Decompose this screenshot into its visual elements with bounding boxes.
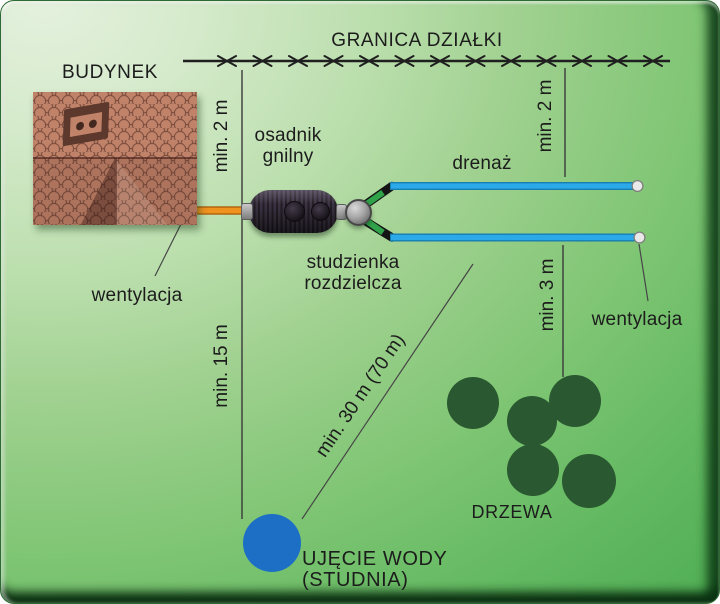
dim-drain-trees: min. 3 m	[537, 258, 558, 332]
trees-label: DRZEWA	[471, 502, 553, 522]
boundary-label: GRANICA DZIAŁKI	[331, 30, 503, 51]
septic-tank-label: osadnik gnilny	[254, 125, 322, 167]
tree-4	[507, 444, 559, 496]
roof-hip-line	[115, 158, 117, 225]
connector-pipe-top	[364, 190, 385, 207]
tree-1	[447, 377, 499, 429]
dim-well-building: min. 15 m	[211, 324, 232, 408]
fence-marks	[217, 55, 663, 67]
dim-boundary-drain: min. 2 m	[535, 79, 556, 153]
building-label: BUDYNEK	[61, 62, 159, 83]
leader-line-vent-left	[154, 223, 182, 277]
tank-inlet-fitting	[241, 203, 253, 220]
tree-2	[507, 396, 557, 446]
chimney-top	[69, 112, 103, 137]
chimney-flue-1	[75, 120, 84, 131]
tank-manhole-2	[311, 202, 330, 221]
leader-line-vent-right	[638, 243, 649, 302]
water-well	[243, 514, 301, 572]
dimension-line-well-drain-diagonal	[301, 263, 474, 520]
distribution-box	[345, 199, 372, 226]
building-roof	[33, 92, 197, 225]
vent-cap-top	[631, 179, 644, 193]
well-label: UJĘCIE WODY (STUDNIA)	[302, 548, 448, 591]
chimney-flue-2	[88, 118, 97, 129]
vent-right-label: wentylacja	[591, 309, 683, 330]
tree-5	[562, 454, 616, 508]
septic-tank	[249, 190, 338, 233]
vent-left-label: wentylacja	[91, 285, 183, 306]
connector-pipe-bottom	[364, 218, 385, 235]
tank-manhole-1	[284, 201, 305, 222]
vent-cap-bottom	[633, 231, 646, 244]
tree-3	[549, 375, 601, 427]
distribution-box-label: studzienka rozdzielcza	[304, 252, 402, 294]
drainage-label: drenaż	[452, 153, 512, 174]
dim-boundary-building: min. 2 m	[211, 99, 232, 173]
chimney	[62, 101, 110, 147]
